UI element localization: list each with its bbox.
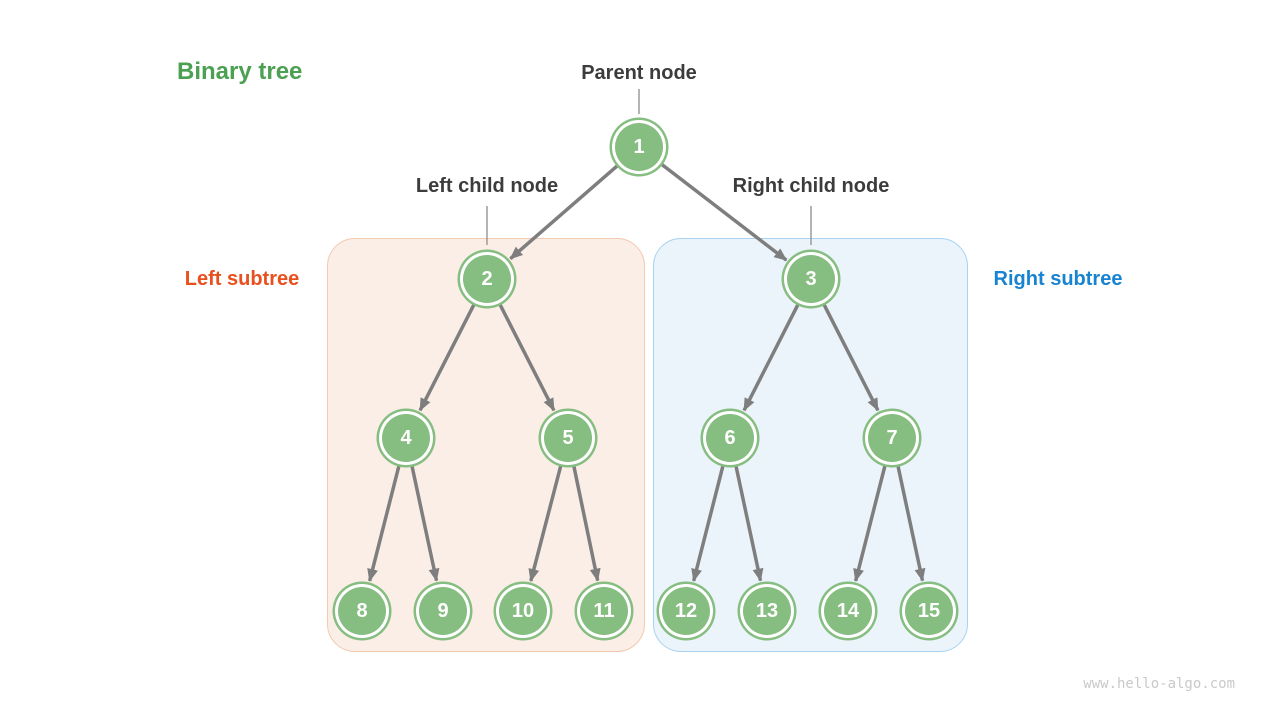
tree-node-8: 8 — [338, 587, 386, 635]
tree-node-11: 11 — [580, 587, 628, 635]
tree-node-5: 5 — [544, 414, 592, 462]
watermark: www.hello-algo.com — [1083, 676, 1235, 692]
tree-node-1: 1 — [615, 123, 663, 171]
right-child-node-label: Right child node — [732, 175, 890, 197]
right-subtree-label: Right subtree — [993, 268, 1123, 290]
tree-node-12: 12 — [662, 587, 710, 635]
left-subtree-box — [327, 238, 645, 652]
tree-node-13: 13 — [743, 587, 791, 635]
parent-node-label: Parent node — [581, 62, 697, 84]
diagram-title: Binary tree — [177, 58, 303, 85]
tree-node-15: 15 — [905, 587, 953, 635]
tree-node-10: 10 — [499, 587, 547, 635]
left-subtree-label: Left subtree — [184, 268, 300, 290]
tree-node-3: 3 — [787, 255, 835, 303]
tree-node-7: 7 — [868, 414, 916, 462]
right-subtree-box — [653, 238, 968, 652]
tree-node-2: 2 — [463, 255, 511, 303]
tree-node-9: 9 — [419, 587, 467, 635]
tree-node-4: 4 — [382, 414, 430, 462]
tree-node-6: 6 — [706, 414, 754, 462]
left-child-node-label: Left child node — [415, 175, 559, 197]
tree-node-14: 14 — [824, 587, 872, 635]
